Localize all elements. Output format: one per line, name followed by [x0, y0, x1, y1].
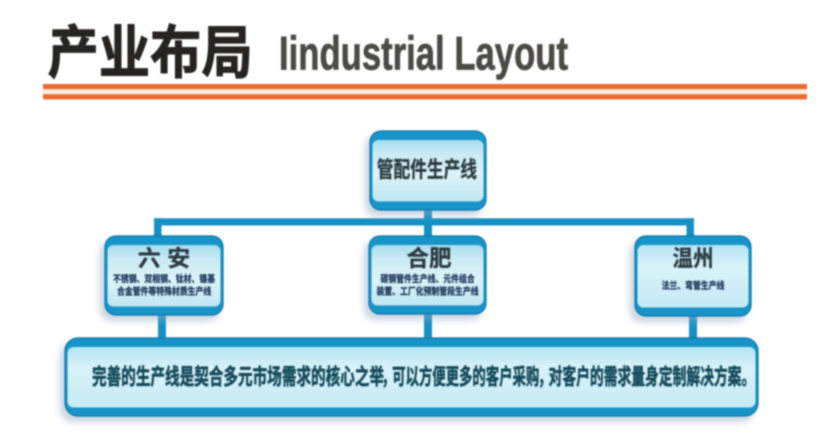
svg-text:Iindustrial Layout: Iindustrial Layout — [279, 27, 568, 80]
